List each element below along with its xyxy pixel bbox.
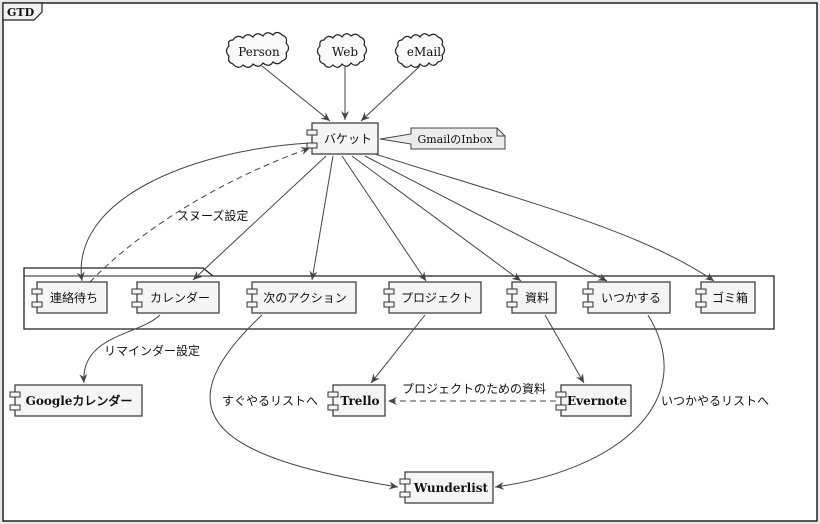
tool-google-calendar-label: Googleカレンダー — [26, 393, 133, 408]
tool-google-calendar: Googleカレンダー — [9, 384, 143, 417]
category-someday: いつかする — [582, 281, 671, 314]
edge-bucket-calendar — [192, 155, 327, 281]
category-project: プロジェクト — [383, 281, 482, 314]
category-reference: 資料 — [506, 281, 557, 314]
category-waiting-label: 連絡待ち — [50, 290, 98, 305]
edge-bucket-trash — [374, 153, 715, 282]
category-project-label: プロジェクト — [401, 291, 473, 305]
snooze-label: スヌーズ設定 — [177, 208, 248, 223]
edge-someday-wunderlist — [494, 314, 665, 490]
todo-list-label: すぐやるリストへ — [222, 394, 318, 408]
category-trash: ゴミ箱 — [695, 281, 756, 314]
edge-bucket-next — [309, 155, 334, 281]
tool-trello-label: Trello — [340, 394, 379, 408]
bucket-label: バケット — [324, 132, 372, 146]
note-label: GmailのInbox — [417, 133, 493, 146]
edge-bucket-someday — [364, 155, 608, 282]
frame-title-tab — [2, 2, 43, 21]
tool-wunderlist-label: Wunderlist — [413, 481, 489, 495]
someday-list-label: いつかやるリストへ — [661, 394, 769, 408]
source-person-label: Person — [238, 45, 280, 59]
tool-trello: Trello — [327, 384, 386, 417]
edge-next-wunderlist — [209, 314, 399, 490]
category-reference-label: 資料 — [525, 291, 549, 305]
edge-waiting-bucket-snooze — [89, 147, 311, 283]
tool-evernote-label: Evernote — [567, 394, 627, 408]
edge-person-bucket — [261, 65, 331, 122]
edge-bucket-project — [341, 155, 427, 282]
category-next-action: 次のアクション — [246, 281, 357, 314]
gmail-inbox-note: GmailのInbox — [379, 127, 506, 150]
source-web: Web — [316, 33, 368, 68]
reminder-label: リマインダー設定 — [104, 343, 200, 358]
frame-title: GTD — [7, 6, 35, 19]
edge-bucket-waiting — [76, 142, 311, 282]
source-email: eMail — [394, 33, 446, 68]
bucket-component: バケット — [306, 122, 379, 155]
category-trash-label: ゴミ箱 — [712, 290, 748, 305]
source-email-label: eMail — [407, 45, 441, 59]
edge-project-trello — [370, 314, 426, 384]
category-calendar-label: カレンダー — [150, 290, 210, 305]
category-someday-label: いつかする — [601, 291, 661, 305]
tool-evernote: Evernote — [555, 384, 632, 417]
tool-wunderlist: Wunderlist — [399, 471, 494, 504]
category-next-action-label: 次のアクション — [263, 291, 346, 305]
category-calendar: カレンダー — [131, 281, 220, 314]
category-waiting: 連絡待ち — [31, 281, 108, 314]
source-person: Person — [225, 31, 290, 68]
source-web-label: Web — [332, 45, 358, 59]
edge-calendar-google — [79, 314, 161, 384]
project-reference-label: プロジェクトのための資料 — [402, 382, 546, 396]
edge-bucket-reference — [351, 155, 522, 282]
edge-reference-evernote — [544, 314, 585, 384]
edge-email-bucket — [360, 65, 421, 122]
